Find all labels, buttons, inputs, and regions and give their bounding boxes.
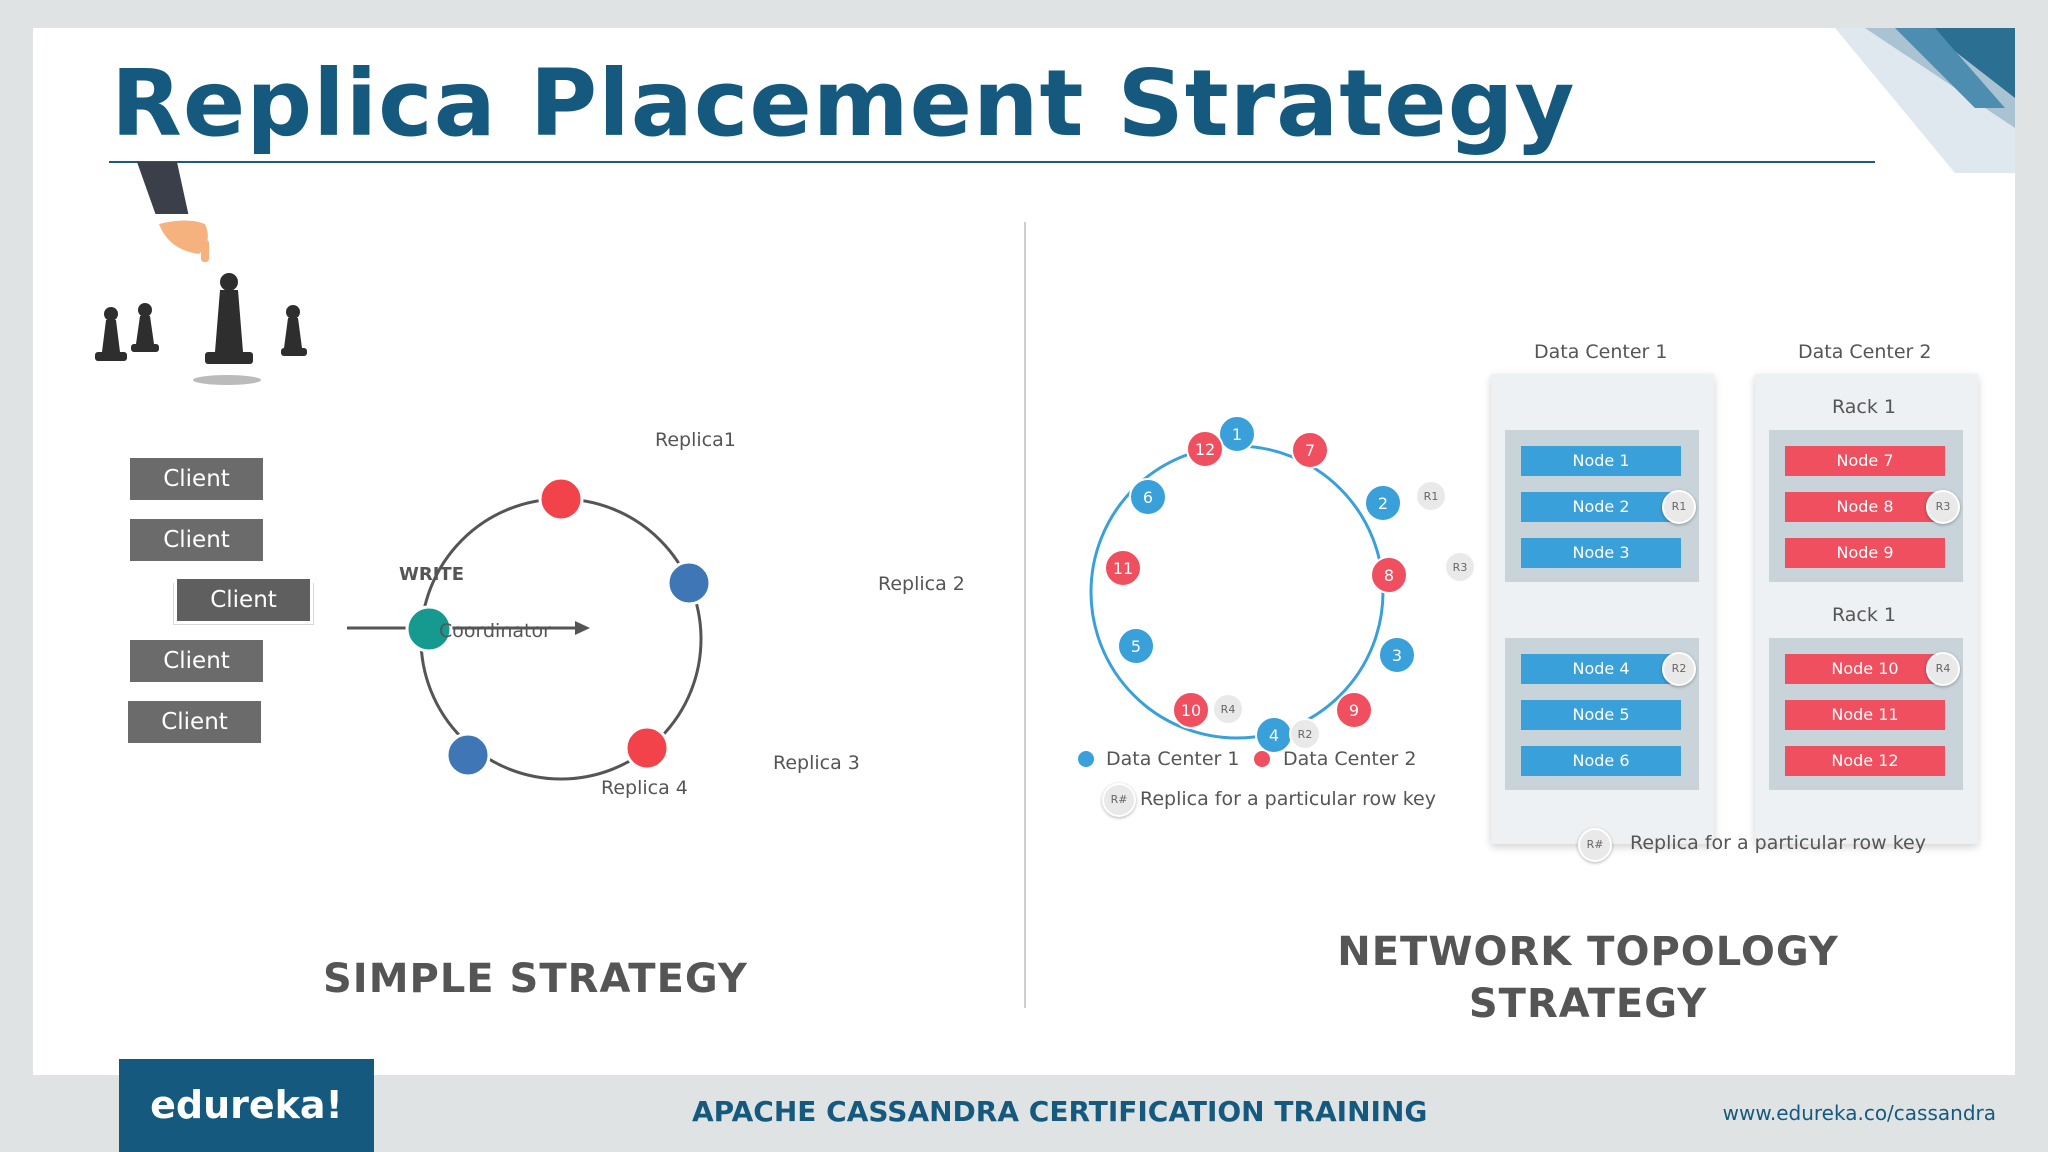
node-1: Node 1 (1521, 446, 1681, 476)
legend-replica-note: Replica for a particular row key (1140, 788, 1436, 810)
dc1-legend-dot (1078, 751, 1094, 767)
replica2-label: Replica 2 (878, 573, 965, 595)
ring-node-11: 11 (1113, 559, 1133, 578)
client-box: Client (130, 519, 263, 561)
ring-tag-r1: R1 (1424, 490, 1439, 503)
ring-tag-r3: R3 (1453, 561, 1468, 574)
dc2-rack2-title: Rack 1 (1832, 604, 1897, 626)
coordinator-label: Coordinator (439, 620, 551, 642)
node-8: Node 8 (1785, 492, 1945, 522)
ring-node-5: 5 (1131, 637, 1141, 656)
dc2-legend-dot (1254, 751, 1270, 767)
client-box: Client (130, 458, 263, 500)
ring-node-6: 6 (1143, 488, 1153, 507)
legend-tag: R# (1102, 783, 1136, 817)
slide: Replica Placement Strategy Client Client… (33, 28, 2015, 1075)
replica3-label: Replica 3 (773, 752, 860, 774)
section-divider (1024, 222, 1026, 1008)
replica1-node (538, 476, 584, 522)
bottom-legend-tag: R# (1578, 828, 1612, 862)
replica4-node (445, 732, 491, 778)
node10-tag: R4 (1926, 652, 1960, 686)
node-11: Node 11 (1785, 700, 1945, 730)
ring-node-9: 9 (1349, 701, 1359, 720)
write-label: WRITE (399, 564, 464, 585)
ring-node-2: 2 (1378, 494, 1388, 513)
ring-node-4: 4 (1269, 726, 1279, 745)
ring-node-10: 10 (1181, 701, 1201, 720)
course-title: APACHE CASSANDRA CERTIFICATION TRAINING (692, 1095, 1428, 1128)
bottom-legend-note: Replica for a particular row key (1630, 832, 1926, 854)
replica3-node (624, 725, 670, 771)
node-12: Node 12 (1785, 746, 1945, 776)
node-6: Node 6 (1521, 746, 1681, 776)
network-caption-line1: NETWORK TOPOLOGY (1337, 929, 1839, 975)
node-4: Node 4 (1521, 654, 1681, 684)
chess-hand-illustration (95, 162, 307, 385)
ring-node-3: 3 (1392, 646, 1402, 665)
replica2-node (666, 560, 712, 606)
edureka-logo: edureka! (119, 1059, 374, 1152)
ring-tag-r2: R2 (1298, 728, 1313, 741)
ring-node-8: 8 (1384, 566, 1394, 585)
dc2-rack1-title: Rack 1 (1832, 396, 1897, 418)
dc1-title: Data Center 1 (1534, 341, 1668, 363)
network-caption-line2: STRATEGY (1468, 981, 1708, 1027)
ring-tag-r4: R4 (1221, 703, 1236, 716)
simple-strategy-diagram (347, 476, 712, 781)
replica1-label: Replica1 (655, 429, 736, 451)
client-box: Client (128, 701, 261, 743)
node4-tag: R2 (1662, 652, 1696, 686)
node-3: Node 3 (1521, 538, 1681, 568)
ring-node-7: 7 (1305, 441, 1315, 460)
corner-decoration (1835, 28, 2015, 173)
simple-strategy-caption: SIMPLE STRATEGY (323, 956, 748, 1002)
node-7: Node 7 (1785, 446, 1945, 476)
dc1-legend-label: Data Center 1 (1106, 748, 1240, 770)
dc2-title: Data Center 2 (1798, 341, 1932, 363)
replica4-label: Replica 4 (601, 777, 688, 799)
coordinator-node (405, 605, 453, 653)
ring-node-1: 1 (1232, 425, 1242, 444)
node-2: Node 2 (1521, 492, 1681, 522)
node-9: Node 9 (1785, 538, 1945, 568)
node2-tag: R1 (1662, 490, 1696, 524)
client-box: Client (130, 640, 263, 682)
node-5: Node 5 (1521, 700, 1681, 730)
ring-node-12: 12 (1195, 440, 1215, 459)
course-url: www.edureka.co/cassandra (1722, 1101, 1996, 1125)
title-rule (109, 161, 1875, 163)
dc2-legend-label: Data Center 2 (1283, 748, 1417, 770)
node8-tag: R3 (1926, 490, 1960, 524)
node-10: Node 10 (1785, 654, 1945, 684)
client-box-active: Client (174, 576, 313, 624)
network-ring-diagram: 1 7 2 8 3 9 4 10 5 11 6 12 R1 (1089, 415, 1476, 754)
page-title: Replica Placement Strategy (111, 50, 1576, 157)
